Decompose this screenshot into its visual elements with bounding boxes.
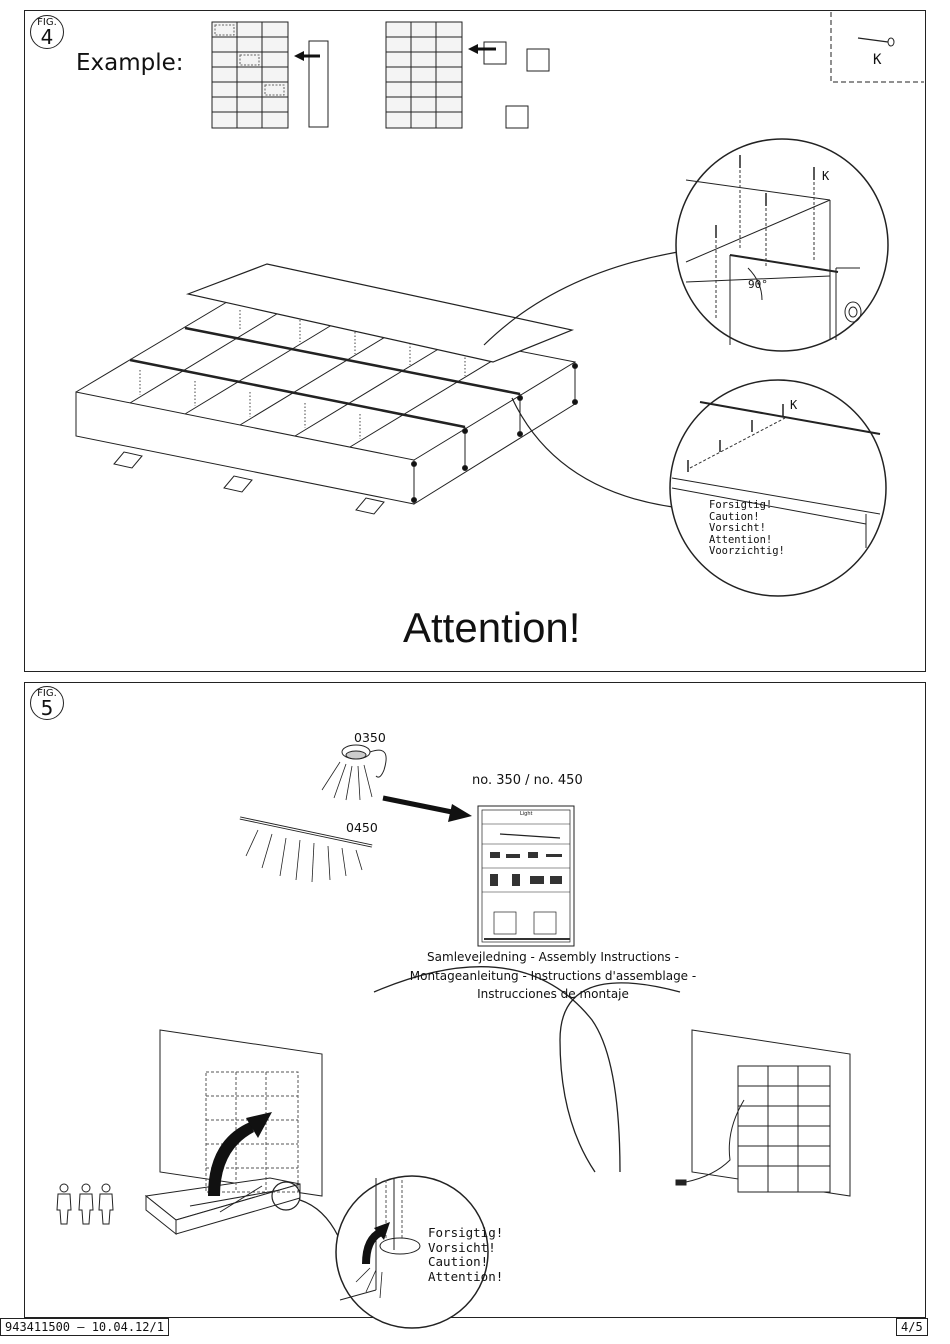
example-bookcase-2	[385, 21, 463, 129]
detail-angle-label: 90°	[748, 278, 768, 291]
back-panel-small-3	[505, 105, 529, 129]
manual-cover-title: Light	[520, 811, 533, 817]
detail-circle-top	[675, 138, 889, 352]
warning-text: Forsigtig!	[709, 499, 773, 511]
attention-title: Attention!	[403, 604, 581, 651]
warning-text: Vorsicht!	[428, 1239, 496, 1255]
footer-doc-code: 943411500 — 10.04.12/1	[0, 1318, 169, 1336]
manual-reference: no. 350 / no. 450	[472, 773, 583, 788]
example-label: Example:	[76, 50, 184, 76]
part-k-label: K	[873, 52, 882, 68]
back-panel-small-1	[483, 41, 507, 65]
fig5-panel	[24, 682, 926, 1318]
fig4-badge: FIG. 4	[30, 15, 64, 49]
manual-thumbnail	[477, 805, 575, 947]
strip-light-icon	[239, 816, 373, 883]
instructions-line: Samlevejledning - Assembly Instructions …	[427, 950, 679, 964]
fig4-panel	[24, 10, 926, 672]
warning-text: Voorzichtig!	[709, 545, 785, 557]
fig4-badge-label: FIG.	[37, 17, 57, 28]
fig5-badge-label: FIG.	[37, 688, 57, 699]
lift-arrow-icon	[208, 1112, 272, 1196]
warning-text: Attention!	[428, 1268, 504, 1284]
left-wall-scene	[144, 1029, 323, 1236]
strip-light-code: 0450	[346, 820, 378, 835]
doc-code-text: 943411500 — 10.04.12/1	[5, 1320, 164, 1334]
instructions-line: Montageanleitung - Instructions d'assemb…	[409, 968, 697, 983]
instructions-line: Instrucciones de montaje	[477, 987, 629, 1001]
fig5-warning-list: Forsigtig! Vorsicht! Caution! Attention!	[428, 1225, 504, 1284]
spot-light-code: 0350	[354, 730, 386, 745]
back-panel-tall	[308, 40, 329, 128]
detail-bottom-part-label: K	[790, 398, 798, 412]
warning-text: Vorsicht!	[709, 522, 766, 534]
spot-light-icon	[321, 744, 387, 801]
right-wall-scene	[675, 1029, 851, 1197]
detail-top-part-label: K	[822, 169, 830, 183]
warning-text: Forsigtig!	[428, 1225, 504, 1240]
three-persons-icon	[56, 1183, 114, 1225]
fig4-badge-number: 4	[40, 25, 54, 49]
example-bookcase-1	[211, 21, 289, 129]
fig5-badge: FIG. 5	[30, 686, 64, 720]
fig5-badge-number: 5	[40, 696, 54, 720]
warning-text: Attention!	[709, 533, 773, 546]
page-number-text: 4/5	[901, 1320, 923, 1334]
warning-text: Caution!	[709, 510, 760, 523]
warning-text: Caution!	[428, 1254, 489, 1269]
detail-circle-bottom	[669, 379, 887, 597]
footer-page-number: 4/5	[896, 1318, 928, 1336]
fig4-warning-list: Forsigtig! Caution! Vorsicht! Attention!…	[709, 499, 785, 558]
back-panel-small-2	[526, 48, 550, 72]
wall-anchor-detail	[335, 1175, 489, 1329]
back-board	[185, 263, 575, 363]
instructions-caption: Samlevejledning - Assembly Instructions …	[378, 948, 728, 1004]
